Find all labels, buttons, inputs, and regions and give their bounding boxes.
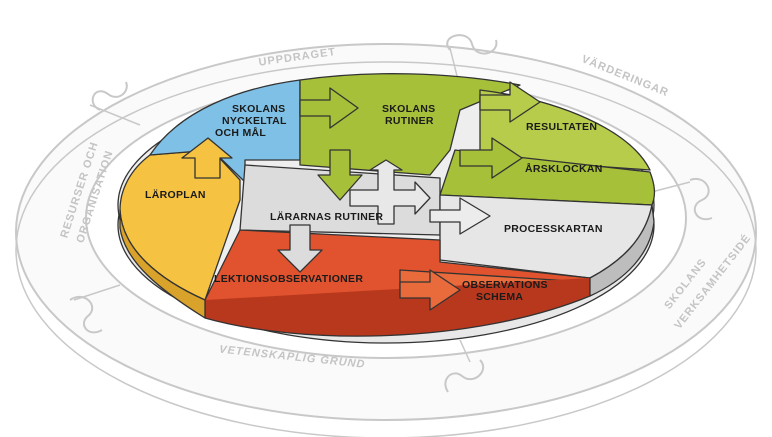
label-nyckeltal-1: SKOLANS — [232, 103, 285, 115]
label-rutiner-2: RUTINER — [385, 115, 434, 127]
label-processkartan: PROCESSKARTAN — [504, 223, 603, 235]
label-lararnas-rutiner: LÄRARNAS RUTINER — [270, 210, 383, 223]
label-rutiner-1: SKOLANS — [382, 103, 435, 115]
label-lektionsobservationer: LEKTIONSOBSERVATIONER — [214, 273, 363, 285]
label-nyckeltal-2: NYCKELTAL — [222, 115, 287, 127]
label-arsklockan: ÅRSKLOCKAN — [525, 162, 603, 175]
label-laroplan: LÄROPLAN — [145, 188, 206, 201]
label-resultaten: RESULTATEN — [526, 121, 597, 133]
label-observationsschema-1: OBSERVATIONS — [462, 279, 548, 291]
label-observationsschema-2: SCHEMA — [476, 291, 523, 303]
label-nyckeltal-3: OCH MÅL — [215, 126, 266, 139]
